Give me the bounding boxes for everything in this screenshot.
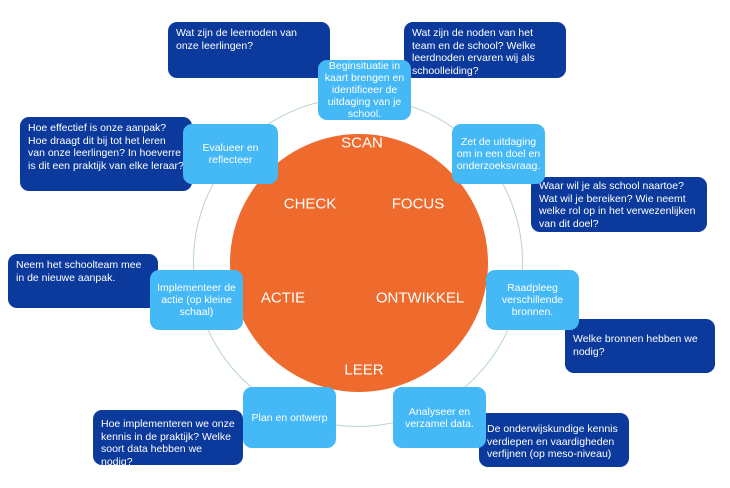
label-ontwikkel: ONTWIKKEL [375,289,465,307]
question-effectief: Hoe effectief is onze aanpak? Hoe draagt… [20,117,192,191]
step-analyseer: Analyseer en verzamel data. [393,387,486,448]
step-plan: Plan en ontwerp [243,387,336,448]
question-bronnen: Welke bronnen hebben we nodig? [565,319,715,373]
step-raadpleeg: Raadpleeg verschillende bronnen. [486,270,579,330]
step-doel: Zet de uitdaging om in een doel en onder… [452,124,545,184]
question-schoolteam: Neem het schoolteam mee in de nieuwe aan… [8,254,158,308]
question-kennis: De onderwijskundige kennis verdiepen en … [479,413,629,467]
label-actie: ACTIE [260,289,306,307]
step-beginsituatie: Beginsituatie in kaart brengen en identi… [318,60,411,120]
label-leer: LEER [344,361,384,379]
question-noden-team: Wat zijn de noden van het team en de sch… [404,22,566,78]
question-doel: Waar wil je als school naartoe? Wat wil … [531,177,707,232]
label-focus: FOCUS [391,195,445,213]
label-check: CHECK [283,195,337,213]
label-scan: SCAN [341,134,383,152]
question-leernoden-leerlingen: Wat zijn de leernoden van onze leerlinge… [168,22,330,78]
step-implementeer: Implementeer de actie (op kleine schaal) [150,270,243,330]
step-evalueer: Evalueer en reflecteer [183,124,278,184]
question-implementeren: Hoe implementeren we onze kennis in de p… [93,410,243,468]
